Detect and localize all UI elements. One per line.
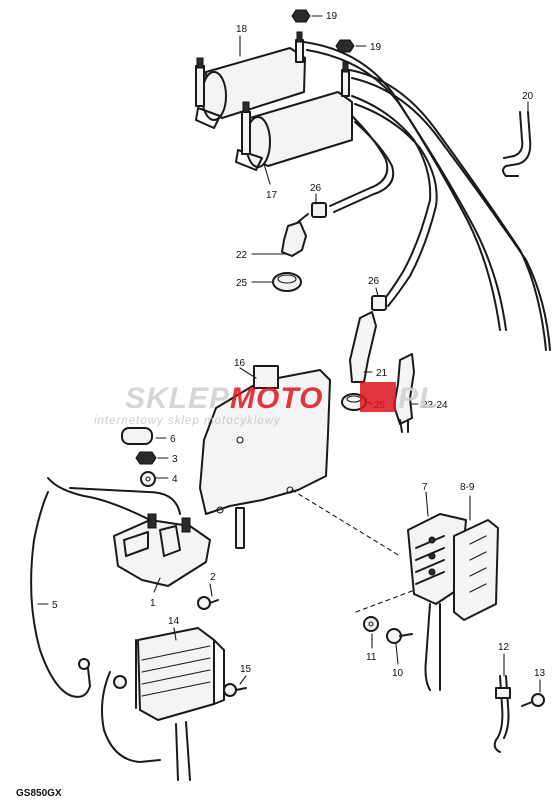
bolt-10: [386, 628, 413, 644]
callout-19-lower: 19: [370, 42, 382, 53]
callout-2: 2: [210, 572, 216, 583]
relay-lead-5: [30, 477, 181, 698]
nut-19-upper: [291, 9, 311, 23]
callout-8-9: 8-9: [460, 482, 475, 493]
watermark-brand-sklep: SKLEP: [125, 382, 230, 415]
callout-18: 18: [236, 24, 248, 35]
watermark-brand-moto: MOTO: [230, 382, 323, 415]
callout-15: 15: [240, 664, 252, 675]
watermark-tagline: internetowy sklep motocyklowy: [94, 415, 281, 427]
joint-26-left: [311, 202, 327, 218]
model-code: GS850GX: [16, 788, 62, 799]
callout-22: 22: [236, 250, 248, 261]
leader-lines: [37, 15, 541, 693]
screw-13: [521, 693, 545, 707]
seal-25-left: [272, 272, 302, 292]
washer-11: [363, 616, 379, 632]
nut-3: [135, 451, 157, 465]
mounting-bracket-16: [199, 365, 331, 549]
bolt-15: [223, 683, 247, 697]
regulator-rectifier-14: [101, 627, 225, 781]
callout-13: 13: [534, 668, 546, 679]
spark-plug-cap-21: [349, 311, 377, 383]
ignition-coil-rear: [195, 31, 306, 129]
svg-text:SKLEPMOTO: SKLEPMOTO: [125, 382, 323, 415]
nut-19-lower: [335, 39, 355, 53]
callout-6: 6: [170, 434, 176, 445]
callout-5: 5: [52, 600, 58, 611]
callout-25-left: 25: [236, 278, 248, 289]
joint-26-right: [371, 295, 387, 311]
callout-1: 1: [150, 598, 156, 609]
spark-plug-cap-22: [281, 213, 309, 257]
callout-26-left: 26: [310, 183, 322, 194]
callout-4: 4: [172, 474, 178, 485]
callout-14: 14: [168, 616, 180, 627]
washer-4: [140, 471, 156, 487]
watermark: SKLEPMOTO PL internetowy sklep motocyklo…: [94, 382, 438, 427]
fuse-cover-8-9: [453, 519, 499, 621]
callout-21: 21: [376, 368, 388, 379]
callout-20: 20: [522, 91, 534, 102]
high-tension-leads: [303, 41, 551, 351]
callout-16: 16: [234, 358, 246, 369]
callout-12: 12: [498, 642, 510, 653]
watermark-brand-pl: PL: [398, 382, 438, 415]
callout-23-24: 23-24: [422, 400, 448, 411]
callout-17: 17: [266, 190, 278, 201]
callout-3: 3: [172, 454, 178, 465]
cap-6: [121, 427, 153, 445]
callout-11: 11: [366, 652, 377, 663]
starter-relay-1: [113, 513, 211, 587]
callout-19-upper: 19: [326, 11, 338, 22]
clamp-12: [493, 675, 511, 753]
cap-23-24: [393, 353, 415, 433]
bolt-2: [197, 596, 219, 610]
clamp-20: [502, 111, 532, 177]
callout-10: 10: [392, 668, 404, 679]
ignition-coil-front: [235, 61, 353, 171]
callout-26-right: 26: [368, 276, 380, 287]
callout-7: 7: [422, 482, 428, 493]
